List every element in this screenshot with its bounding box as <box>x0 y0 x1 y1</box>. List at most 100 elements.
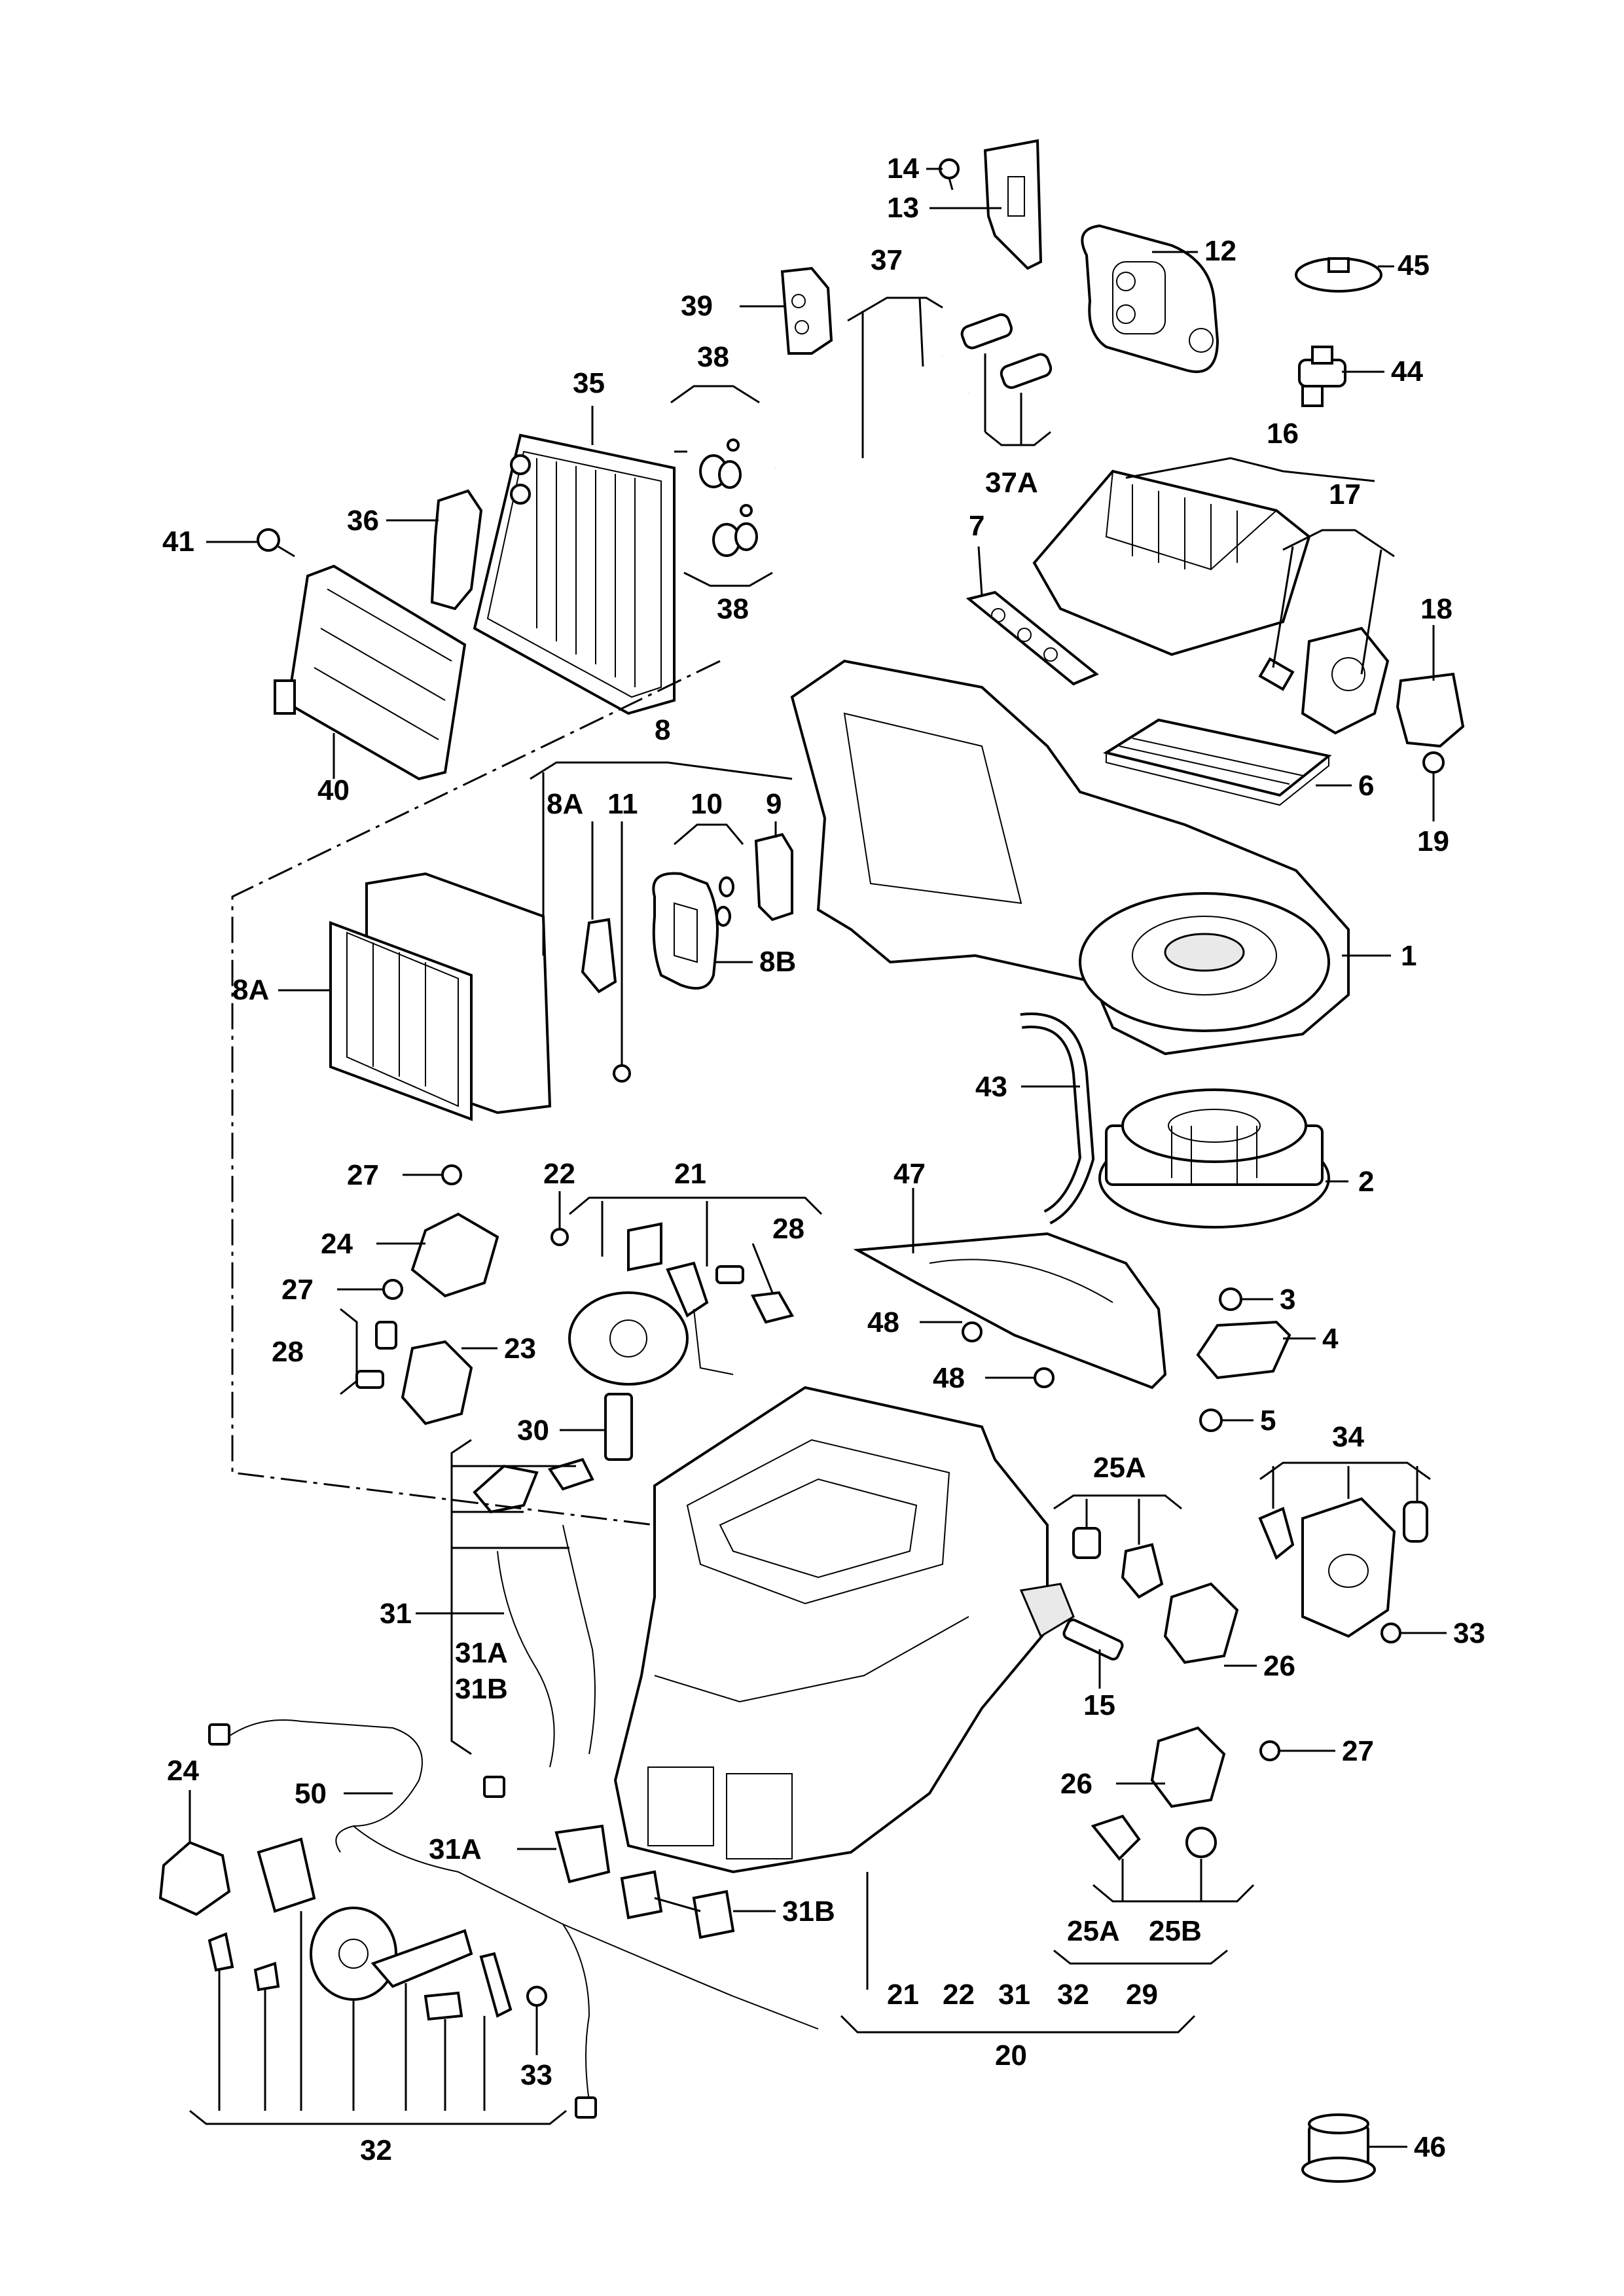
callout-48-a: 48 <box>867 1306 899 1338</box>
callout-22-b: 22 <box>943 1979 975 2011</box>
part-27-screw-a <box>441 1164 462 1185</box>
part-43-drain-hose <box>1020 1013 1095 1225</box>
part-6-filter <box>1102 718 1332 806</box>
part-24-actuator-a <box>410 1212 499 1298</box>
part-13-cover <box>983 139 1043 270</box>
callout-27-a: 27 <box>347 1159 379 1191</box>
callout-labels: 14 13 12 45 37 39 38 44 35 16 37A 17 36 … <box>162 152 1485 2166</box>
part-15-sensor <box>1062 1619 1124 1660</box>
part-26-actuator-a <box>1163 1582 1239 1664</box>
part-27-screw-c <box>1259 1740 1280 1761</box>
part-10-o-rings <box>715 876 734 927</box>
callout-24-a: 24 <box>321 1228 353 1260</box>
part-1-blower-housing <box>790 659 1350 1056</box>
callout-16: 16 <box>1267 418 1299 450</box>
part-31B-cable <box>562 1524 596 1755</box>
callout-6: 6 <box>1358 770 1374 802</box>
part-12-gasket <box>1081 224 1219 373</box>
part-2-blower-motor <box>1098 1088 1330 1229</box>
callout-44: 44 <box>1391 355 1423 387</box>
part-14-screw <box>939 158 960 190</box>
callout-3: 3 <box>1280 1283 1295 1316</box>
part-25A-actuator-b <box>1091 1814 1141 1861</box>
part-44-clip <box>1298 346 1346 407</box>
assembly-boundary-line <box>231 660 721 1526</box>
callout-31A-lower: 31A <box>429 1833 482 1865</box>
callout-26-a: 26 <box>1263 1650 1295 1682</box>
callout-43: 43 <box>975 1071 1007 1103</box>
callout-31B-left: 31B <box>455 1673 508 1705</box>
part-22-screw <box>550 1228 569 1246</box>
callout-32-bottom: 32 <box>1057 1979 1089 2011</box>
callout-26-b: 26 <box>1060 1768 1092 1800</box>
part-31B-bracket <box>620 1870 735 1939</box>
callout-37A: 37A <box>985 467 1038 499</box>
callout-34: 34 <box>1332 1421 1364 1453</box>
part-31A-bracket <box>554 1824 611 1884</box>
callout-29: 29 <box>1126 1979 1158 2011</box>
part-20-hvac-housing <box>613 1386 1075 1874</box>
callout-7: 7 <box>969 510 984 542</box>
callout-39: 39 <box>681 290 713 322</box>
part-39-block <box>780 266 833 355</box>
callout-36: 36 <box>347 505 379 537</box>
callout-17: 17 <box>1329 478 1361 511</box>
part-24-actuator-b <box>158 1840 231 1916</box>
callout-40: 40 <box>317 774 350 806</box>
part-48-clip-a <box>962 1321 983 1342</box>
callout-27-b: 27 <box>281 1274 314 1306</box>
part-37A-fittings <box>960 313 1053 389</box>
callout-28-b: 28 <box>772 1213 804 1245</box>
part-25B-actuator <box>1185 1827 1217 1858</box>
callout-30: 30 <box>517 1414 549 1446</box>
callout-31B-lower: 31B <box>782 1895 835 1928</box>
callout-9: 9 <box>766 788 782 820</box>
part-8B-gasket <box>652 872 719 990</box>
callout-14: 14 <box>887 152 919 185</box>
part-36-bracket <box>430 489 483 611</box>
callout-48-b: 48 <box>933 1362 965 1394</box>
part-31-linkages <box>473 1458 594 1514</box>
callout-50: 50 <box>295 1778 327 1810</box>
part-41-screw <box>257 528 295 558</box>
part-4-resistor <box>1196 1320 1291 1380</box>
part-35-heater-core <box>473 433 676 715</box>
callout-2: 2 <box>1358 1166 1374 1198</box>
part-19-screw <box>1422 751 1445 774</box>
callout-33-b: 33 <box>1453 1617 1485 1649</box>
part-26-actuator-b <box>1150 1726 1226 1808</box>
part-33-screw-b <box>1380 1623 1401 1643</box>
callout-12: 12 <box>1204 235 1236 267</box>
part-21-actuator-motor <box>568 1222 734 1386</box>
callout-47: 47 <box>893 1158 926 1190</box>
callout-23: 23 <box>504 1333 536 1365</box>
part-23-actuator <box>401 1340 473 1426</box>
part-30-sensor <box>604 1393 633 1461</box>
part-40-heater-element <box>274 564 467 781</box>
callout-31A-left: 31A <box>455 1637 508 1669</box>
callout-8A-left: 8A <box>232 974 269 1006</box>
part-47-duct <box>853 1232 1167 1390</box>
callout-28-a: 28 <box>272 1336 304 1368</box>
callout-8A-top: 8A <box>547 788 583 820</box>
callout-32-left: 32 <box>360 2134 392 2166</box>
part-5-screw <box>1199 1408 1223 1432</box>
part-25A-actuator-a <box>1072 1527 1164 1599</box>
part-34-flap-motor <box>1258 1497 1428 1638</box>
callout-8: 8 <box>655 714 670 746</box>
callout-45: 45 <box>1398 249 1430 281</box>
callout-35: 35 <box>573 367 605 399</box>
callout-31-left: 31 <box>380 1598 412 1630</box>
part-7-flap <box>965 590 1099 686</box>
callout-21-a: 21 <box>674 1158 706 1190</box>
callout-5: 5 <box>1260 1405 1276 1437</box>
callout-19: 19 <box>1417 825 1449 857</box>
part-11-screw <box>613 1014 631 1083</box>
part-16-intake-housing <box>1032 469 1311 656</box>
part-48-clip-b <box>1034 1367 1055 1388</box>
part-17-actuator <box>1258 626 1390 735</box>
callout-22-a: 22 <box>543 1158 575 1190</box>
callout-38-bottom: 38 <box>717 593 749 625</box>
callout-25A-top: 25A <box>1093 1452 1146 1484</box>
